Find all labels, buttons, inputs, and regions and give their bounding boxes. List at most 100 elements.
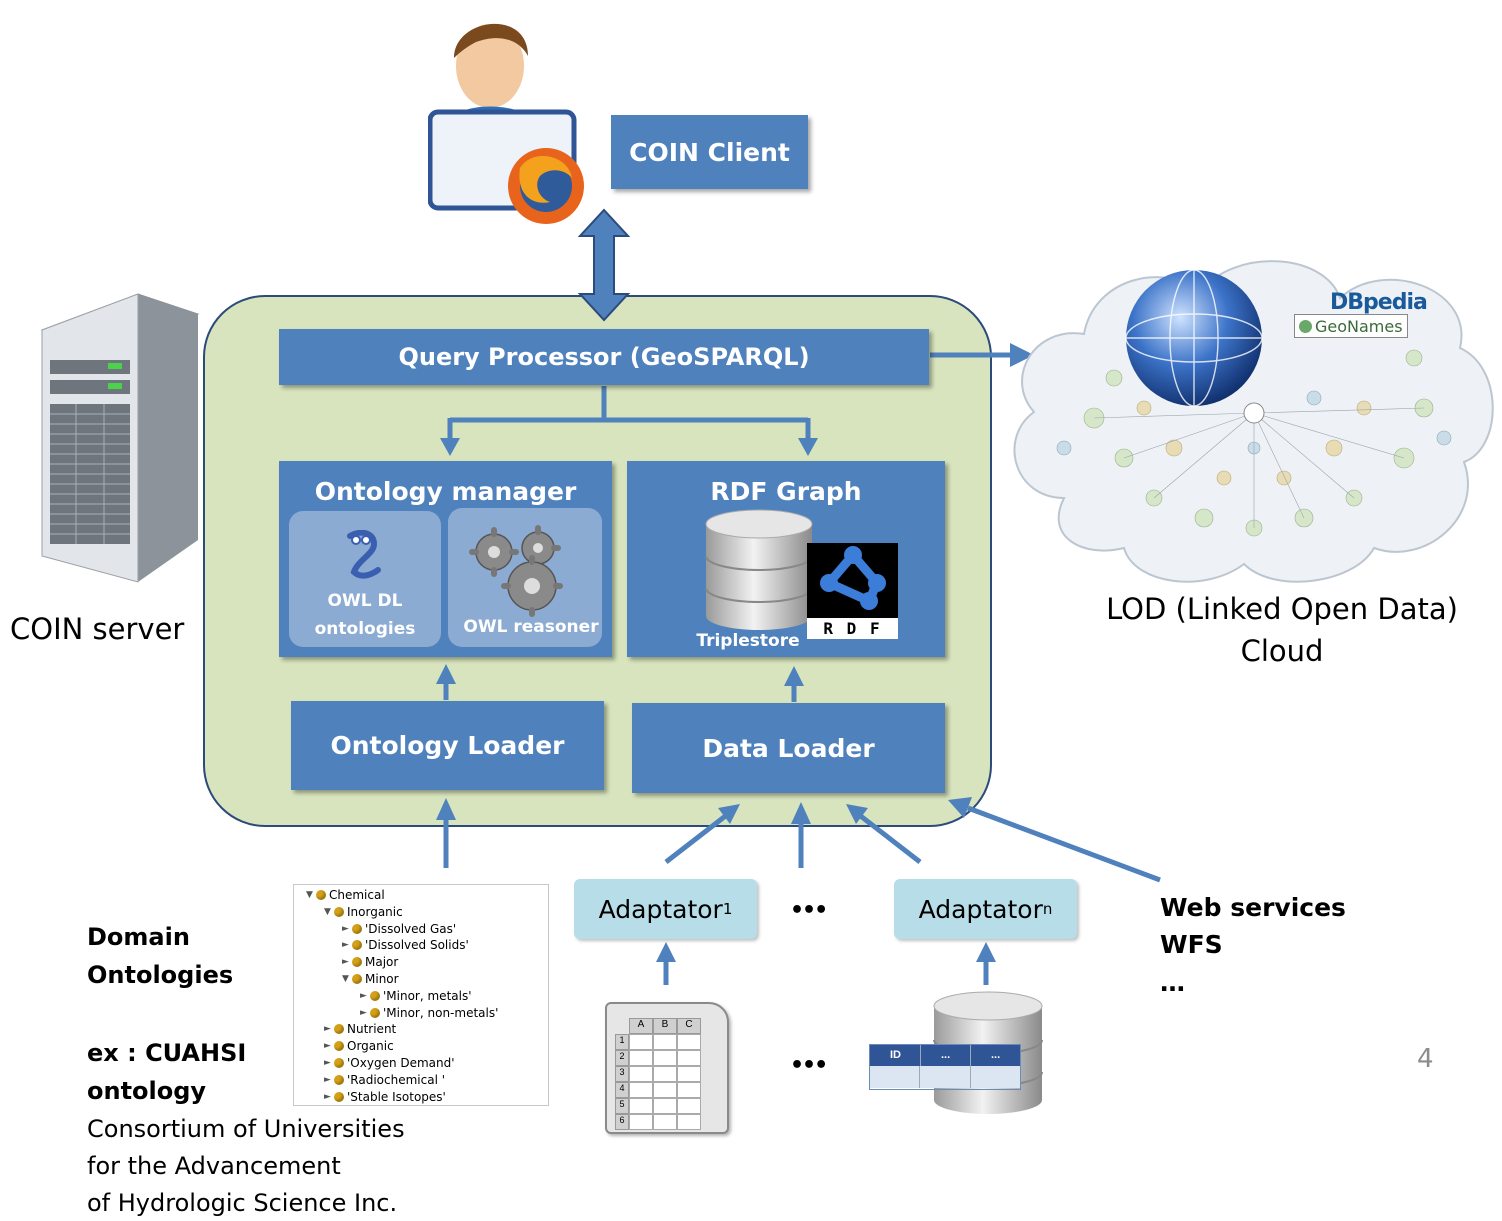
cuahsi-description-line2: for the Advancement (87, 1152, 341, 1180)
spreadsheet-cell (653, 1098, 677, 1114)
expanded-arrow-icon[interactable]: ▼ (324, 906, 331, 917)
expanded-arrow-icon[interactable]: ▼ (306, 890, 313, 900)
ontology-tree[interactable]: ▼ Chemical ▼Inorganic ► 'Dissolved Gas' ► 'Dis… (293, 884, 549, 1106)
tree-item[interactable]: ► Organic (324, 1038, 394, 1054)
spreadsheet-row-header: 2 (615, 1050, 629, 1066)
triplestore-label: Triplestore (696, 631, 800, 651)
client-query-double-arrow (577, 208, 631, 322)
coin-client-label: COIN Client (629, 137, 790, 167)
spreadsheet-row: 5 (615, 1098, 701, 1114)
spreadsheet-cell (653, 1082, 677, 1098)
tree-item[interactable]: ▼Inorganic (324, 904, 403, 920)
class-node-icon (334, 1091, 344, 1102)
spreadsheet-cell (629, 1034, 653, 1050)
tree-item[interactable]: ► 'Oxygen Demand' (324, 1055, 455, 1071)
collapsed-arrow-icon[interactable]: ► (324, 1024, 331, 1035)
tree-item-label: 'Dissolved Gas' (365, 921, 457, 936)
tree-item[interactable]: ▼ Minor (342, 971, 399, 987)
tree-item-label: 'Oxygen Demand' (347, 1056, 455, 1070)
lod-label-line2: Cloud (1240, 634, 1324, 668)
spreadsheet-cell (629, 1066, 653, 1082)
class-node-icon (370, 1007, 380, 1018)
tree-item[interactable]: ► Nutrient (324, 1021, 396, 1037)
tree-item[interactable]: ►'Minor, non-metals' (360, 1005, 498, 1021)
adaptator-ellipsis: ••• (790, 898, 828, 923)
owl-dl-label-line1: OWL DL (327, 591, 403, 611)
class-node-icon (334, 1041, 344, 1052)
collapsed-arrow-icon[interactable]: ► (324, 1058, 331, 1068)
tree-item-label: Organic (347, 1039, 394, 1054)
spreadsheet-cell (677, 1066, 701, 1082)
web-services-line2: WFS (1160, 930, 1223, 959)
class-node-icon (334, 1058, 344, 1068)
tree-item-label: 'Dissolved Solids' (365, 938, 469, 953)
spreadsheet-cell (677, 1050, 701, 1066)
collapsed-arrow-icon[interactable]: ► (324, 1074, 331, 1085)
data-loader-box[interactable]: Data Loader (632, 703, 945, 793)
spreadsheet-row: 1 (615, 1034, 701, 1050)
spreadsheet-row-header: 4 (615, 1082, 629, 1098)
spreadsheet-cell (653, 1050, 677, 1066)
tree-item-label: Nutrient (347, 1022, 397, 1037)
geonames-label: GeoNames (1315, 316, 1403, 336)
collapsed-arrow-icon[interactable]: ► (324, 1041, 331, 1052)
spreadsheet-row: 3 (615, 1066, 701, 1082)
rdf-logo: R D F (807, 543, 898, 639)
collapsed-arrow-icon[interactable]: ► (342, 940, 349, 951)
ontology-loader-box[interactable]: Ontology Loader (291, 701, 604, 790)
spreadsheet-row: 4 (615, 1082, 701, 1098)
db-table-header-3: ... (970, 1045, 1020, 1066)
collapsed-arrow-icon[interactable]: ► (360, 1007, 367, 1018)
spreadsheet-col-c: C (677, 1018, 701, 1034)
spreadsheet-row: 6 (615, 1114, 701, 1130)
owl-icon (347, 530, 381, 579)
tree-item[interactable]: ► 'Dissolved Solids' (342, 937, 469, 953)
ontology-loader-label: Ontology Loader (330, 731, 565, 760)
coin-client-box[interactable]: COIN Client (611, 115, 808, 189)
tree-item-label: 'Stable Isotopes' (347, 1089, 446, 1104)
spreadsheet-row-header: 6 (615, 1114, 629, 1130)
query-processor-label: Query Processor (GeoSPARQL) (398, 343, 810, 371)
spreadsheet-cell (677, 1034, 701, 1050)
dbpedia-logo: DBpedia (1330, 290, 1428, 315)
spreadsheet-col-b: B (653, 1018, 677, 1034)
tree-item-label: Major (365, 955, 399, 970)
spreadsheet-cell (629, 1050, 653, 1066)
tree-item[interactable]: ► 'Stable Isotopes' (324, 1089, 446, 1105)
collapsed-arrow-icon[interactable]: ► (342, 957, 349, 968)
owl-reasoner-label: OWL reasoner (463, 617, 599, 637)
tree-item-label: Chemical (329, 888, 385, 902)
collapsed-arrow-icon[interactable]: ► (342, 923, 349, 934)
collapsed-arrow-icon[interactable]: ► (360, 990, 367, 1001)
tree-item[interactable]: ►'Radiochemical ' (324, 1072, 445, 1088)
query-processor-box[interactable]: Query Processor (GeoSPARQL) (279, 329, 929, 385)
tree-item-label: Minor (365, 972, 399, 986)
sources-ellipsis: ••• (790, 1053, 828, 1078)
rdf-graph-icon (820, 546, 886, 610)
server-tower-icon (40, 293, 200, 583)
tree-item[interactable]: ► 'Dissolved Gas' (342, 921, 456, 937)
spreadsheet-row-header: 5 (615, 1098, 629, 1114)
spreadsheet-cell (653, 1034, 677, 1050)
tree-item[interactable]: ►'Minor, metals' (360, 988, 472, 1004)
tree-item[interactable]: ► Major (342, 954, 398, 970)
expanded-arrow-icon[interactable]: ▼ (342, 974, 349, 984)
lod-cloud-icon (1013, 260, 1494, 583)
spreadsheet-header: A B C (629, 1018, 701, 1034)
web-services-line3: … (1160, 968, 1185, 997)
spreadsheet-cell (653, 1114, 677, 1130)
db-table-header-2: ... (920, 1045, 970, 1066)
tree-item[interactable]: ▼ Chemical (306, 887, 385, 903)
lod-label-line1: LOD (Linked Open Data) (1106, 592, 1458, 626)
db-table-cell (919, 1066, 969, 1088)
collapsed-arrow-icon[interactable]: ► (324, 1091, 331, 1102)
spreadsheet-cell (629, 1082, 653, 1098)
data-loader-label: Data Loader (702, 733, 875, 763)
db-table-cell (870, 1066, 919, 1088)
user-computer-icon (428, 23, 584, 224)
adaptator-1-subscript: 1 (722, 900, 733, 918)
